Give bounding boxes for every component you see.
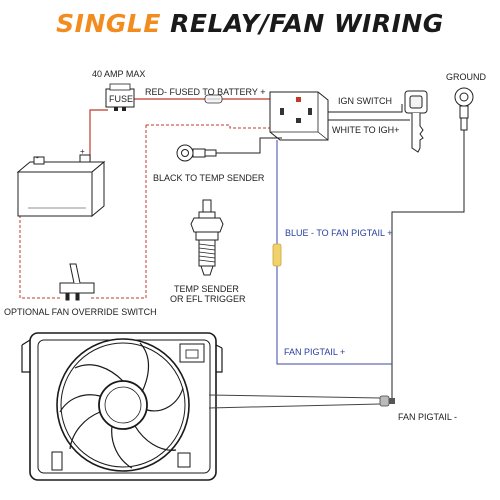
blue-wire-label: BLUE - TO FAN PIGTAIL + [285, 228, 392, 238]
pigtail-plus-label: FAN PIGTAIL + [284, 347, 345, 357]
amp-rating-label: 40 AMP MAX [92, 69, 145, 79]
black-wire-label: BLACK TO TEMP SENDER [153, 173, 265, 183]
ground-ring-terminal-icon [454, 87, 474, 131]
battery-minus: - [36, 153, 39, 162]
title-rest: RELAY/FAN WIRING [170, 9, 444, 38]
toggle-switch-icon [59, 263, 95, 301]
blue-wire [276, 140, 392, 365]
ground-label: GROUND [446, 72, 486, 82]
red-dashed-wire [19, 124, 282, 299]
battery-icon [16, 154, 106, 218]
pigtail-connector-icon [379, 395, 395, 407]
temp-sender-label-2: OR EFL TRIGGER [170, 294, 246, 304]
override-switch-label: OPTIONAL FAN OVERRIDE SWITCH [4, 307, 157, 317]
battery-plus: + [80, 147, 85, 156]
diagram-title: SINGLE RELAY/FAN WIRING [0, 6, 500, 42]
ign-switch-label: IGN SWITCH [338, 96, 392, 106]
relay-icon [269, 91, 329, 141]
inline-connector-icon [272, 243, 282, 267]
temp-sender-icon [190, 199, 224, 276]
ground-wire [391, 130, 465, 404]
temp-sender-label-1: TEMP SENDER [174, 284, 239, 294]
red-wire-label: RED- FUSED TO BATTERY + [145, 87, 265, 97]
white-wire [328, 104, 410, 121]
fan-pigtail-wire [208, 394, 381, 409]
inline-fuse-icon [204, 94, 223, 104]
fan-icon [21, 332, 223, 481]
black-wire [216, 137, 282, 154]
key-icon [404, 90, 428, 153]
ring-terminal-icon [176, 144, 217, 162]
fuse-label: FUSE [109, 94, 133, 104]
white-wire-label: WHITE TO IGH+ [332, 125, 399, 135]
title-accent: SINGLE [56, 9, 161, 38]
pigtail-minus-label: FAN PIGTAIL - [398, 412, 457, 422]
fuse-icon: FUSE [105, 83, 135, 111]
